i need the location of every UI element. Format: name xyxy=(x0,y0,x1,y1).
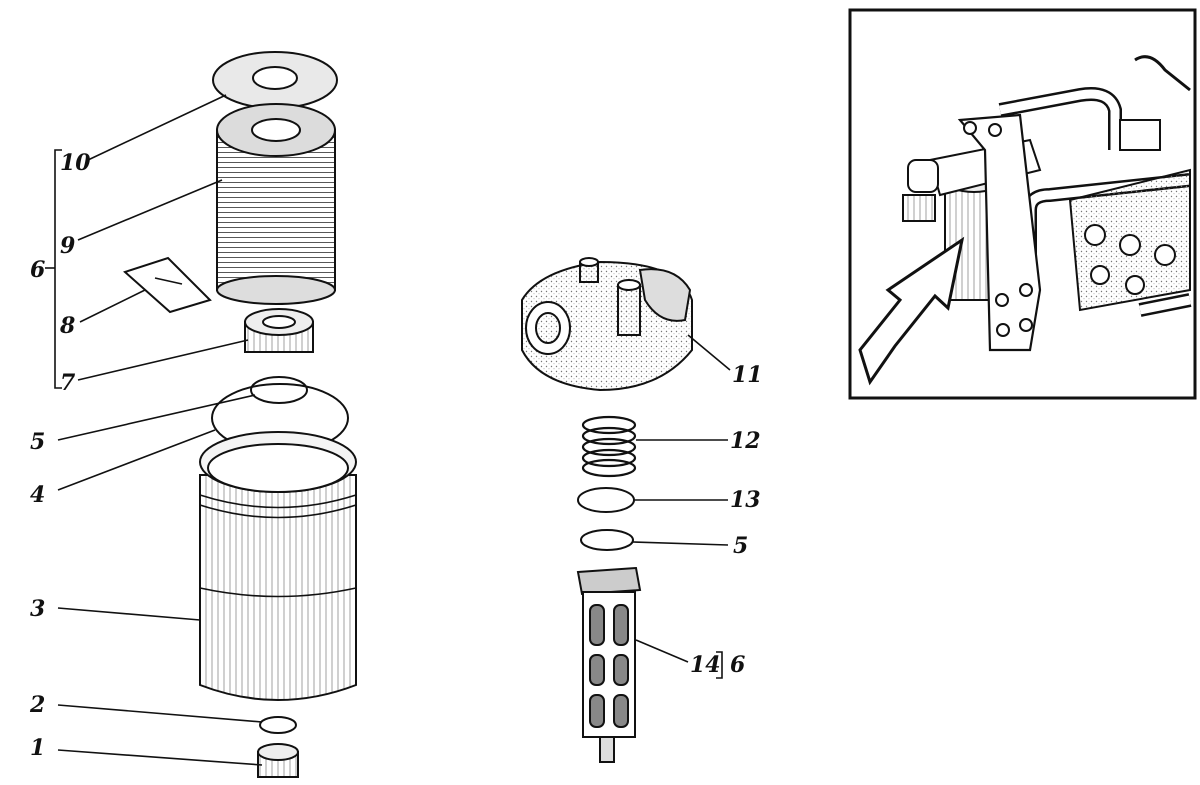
part-5-o-ring-left xyxy=(250,376,308,404)
inset-installed-view xyxy=(848,8,1197,400)
part-7-nut xyxy=(244,308,314,353)
part-5-o-ring-middle xyxy=(580,529,634,551)
leader-14 xyxy=(635,639,689,663)
part-1-drain-plug xyxy=(257,743,299,778)
callout-12: 12 xyxy=(730,428,761,454)
callout-5-left: 5 xyxy=(30,429,45,455)
callout-5-middle: 5 xyxy=(733,533,748,559)
callout-4: 4 xyxy=(30,482,45,508)
group-6-bracket xyxy=(54,149,62,389)
leader-2 xyxy=(57,704,263,723)
leader-5-left xyxy=(57,394,256,441)
part-2-washer xyxy=(259,716,297,734)
leader-11 xyxy=(687,334,731,371)
callout-10: 10 xyxy=(60,150,91,176)
leader-1 xyxy=(57,749,263,766)
part-3-housing xyxy=(199,431,357,701)
group-14-bracket xyxy=(716,651,723,679)
callout-7: 7 xyxy=(60,370,76,396)
callout-6-strainer: 6 xyxy=(730,652,745,678)
callout-6: 6 xyxy=(30,257,45,283)
leader-3 xyxy=(57,607,201,621)
leader-9 xyxy=(77,179,223,241)
leader-10 xyxy=(87,94,227,161)
part-12-spring xyxy=(581,415,637,478)
callout-8: 8 xyxy=(59,313,75,339)
callout-14: 14 xyxy=(690,652,721,678)
part-13-washer xyxy=(577,487,635,513)
part-11-filter-head xyxy=(521,257,693,392)
part-10-top-gasket xyxy=(212,51,338,109)
part-14-strainer xyxy=(576,566,642,763)
callout-3: 3 xyxy=(30,596,45,622)
leader-7 xyxy=(77,339,249,381)
leader-4 xyxy=(57,429,216,491)
callout-2: 2 xyxy=(29,692,45,718)
leader-8 xyxy=(79,289,146,323)
part-8-tag xyxy=(123,256,212,314)
callout-11: 11 xyxy=(732,362,763,388)
part-9-filter-element xyxy=(216,103,336,305)
leader-5-middle xyxy=(632,541,729,546)
callout-13: 13 xyxy=(730,487,761,513)
callout-1: 1 xyxy=(30,735,45,761)
callout-9: 9 xyxy=(60,233,75,259)
